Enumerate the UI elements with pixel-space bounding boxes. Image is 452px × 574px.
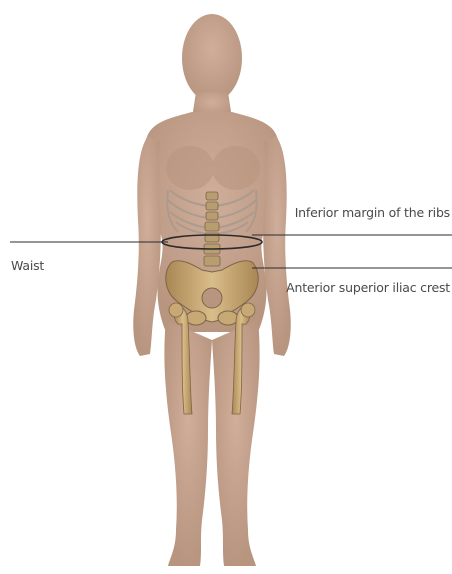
label-anterior-superior-iliac-crest: Anterior superior iliac crest: [286, 280, 450, 295]
label-waist: Waist: [11, 258, 44, 273]
label-inferior-margin-ribs: Inferior margin of the ribs: [295, 205, 450, 220]
right-arm: [263, 136, 291, 356]
head: [182, 14, 242, 102]
left-arm: [133, 136, 161, 356]
